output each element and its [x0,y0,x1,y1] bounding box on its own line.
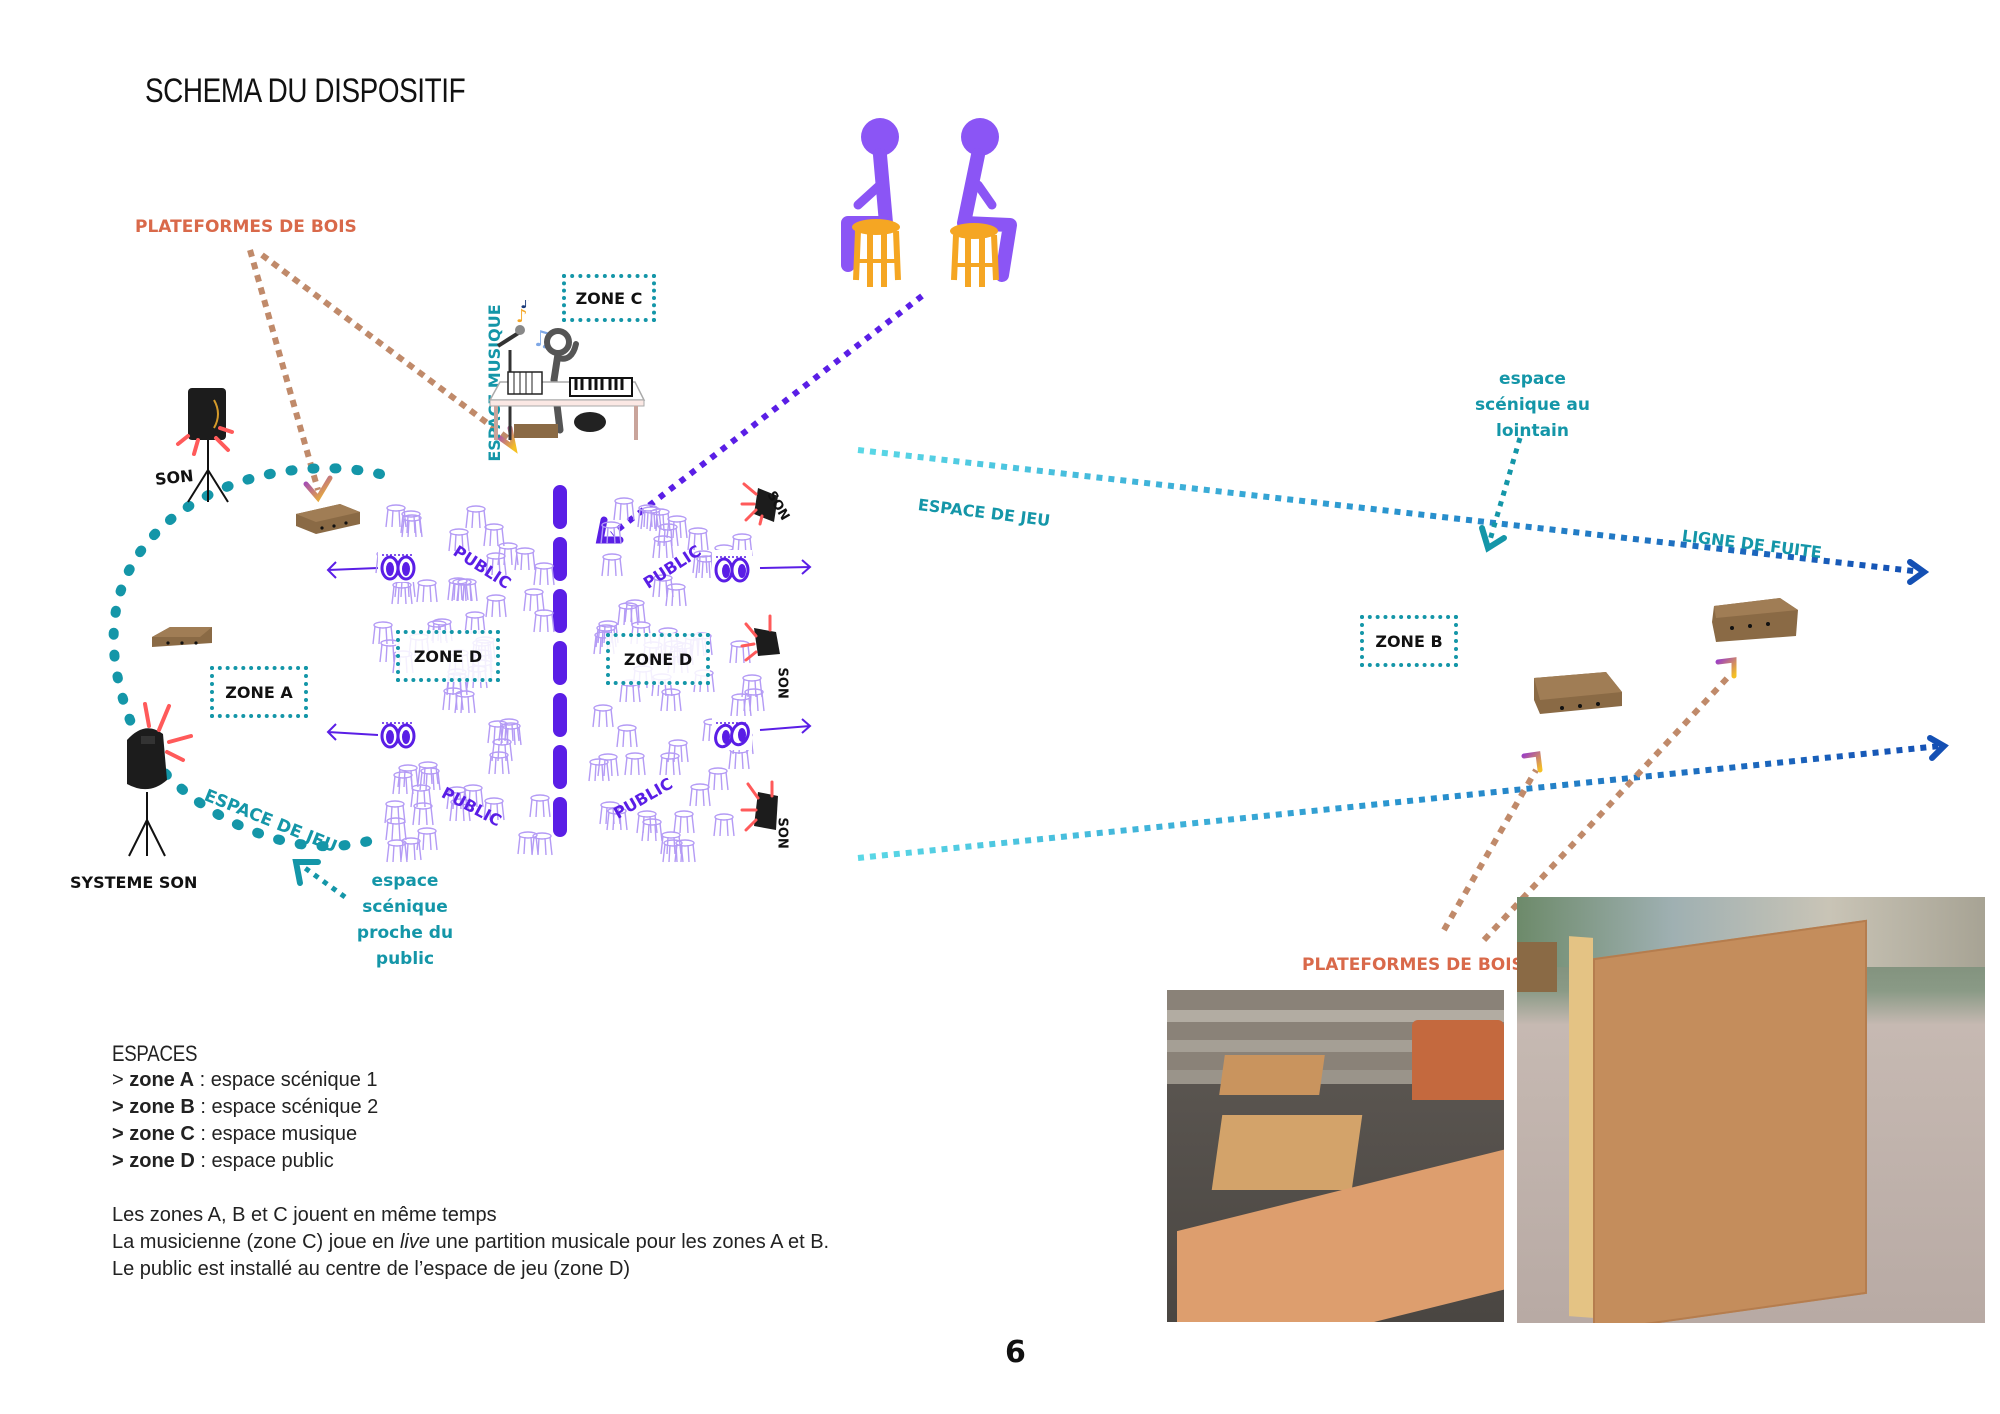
son-label-top-left: SON [154,466,195,489]
zone-d-left-box: ZONE D [396,630,500,682]
gaze-arrows [326,559,812,741]
musician-icon: ♪ ♪ ♫ [488,300,646,440]
legend-note: Les zones A, B et C jouent en même temps [112,1204,497,1226]
stool-icon [673,810,695,834]
stool-icon [636,810,658,834]
stool-icon [533,609,555,633]
page-number: 6 [1005,1335,1026,1370]
seated-figures [841,118,1017,287]
stool-icon [592,704,614,728]
ligne-de-fuite-bottom [857,735,1949,861]
stool-icon [665,583,687,607]
stool-icon [616,724,638,748]
wood-platform-icon [152,627,212,647]
stool-icon [533,562,555,586]
legend: ESPACES > zone A : espace scénique 1 > z… [112,1040,829,1283]
legend-heading: ESPACES [112,1041,198,1066]
stool-icon [523,588,545,612]
photo-platforms-on-ground [1167,990,1504,1322]
wood-platform-icon [1712,598,1798,642]
plateformes-pointer-lines [247,249,518,503]
stool-icon [652,535,674,559]
stool-icon [730,693,752,717]
proche-public-arrow [292,859,347,900]
stool-icon [416,579,438,603]
plateformes-pointer-lines-right [1441,657,1737,943]
stool-icon [601,553,623,577]
stool-icon [689,783,711,807]
page-title: SCHEMA DU DISPOSITIF [145,72,466,110]
stool-icon [852,219,901,287]
speaker-icon-systeme [127,702,193,857]
ligne-de-fuite-top [857,447,1930,585]
stool-icon [397,764,419,788]
plateformes-label-bottom: PLATEFORMES DE BOIS [1302,955,1524,975]
eyes-icon [712,550,752,584]
legend-item: > zone B : espace scénique 2 [112,1096,379,1118]
zone-d-right-box: ZONE D [606,633,710,685]
legend-note: Le public est installé au centre de l’es… [112,1258,631,1280]
stool-icon [529,794,551,818]
zone-c-box: ZONE C [562,274,656,322]
stool-icon [674,839,696,863]
stool-icon [412,802,434,826]
espace-de-jeu-oval [108,463,385,852]
plateformes-label-top: PLATEFORMES DE BOIS [135,217,357,237]
wood-platform-icon [1219,1055,1325,1095]
wood-panel [1593,919,1867,1323]
wood-platform-icon [1211,1115,1363,1190]
zone-b-box: ZONE B [1360,615,1458,667]
stool-icon [659,752,681,776]
speaker-icon [740,614,780,662]
son-label-right: SON [774,667,790,699]
stool-icon [641,818,663,842]
eyes-icon [712,716,752,750]
espace-proche-public-label: espace scénique proche du public [356,871,454,969]
espace-lointain-label: espace scénique au lointain [1475,369,1590,441]
speaker-icon-top-left [176,388,234,503]
zone-a-box: ZONE A [210,666,308,718]
eyes-icon [378,548,418,582]
planter [1412,1020,1504,1100]
wood-platform-icon [296,504,360,534]
legend-item: > zone D : espace public [112,1150,334,1172]
planter [1517,942,1557,992]
music-note-icon: ♪ [516,306,528,327]
legend-item: > zone C : espace musique [112,1123,358,1145]
stool-icon [950,223,999,287]
son-label-right: SON [774,817,790,849]
systeme-son-label: SYSTEME SON [70,873,198,892]
photo-wood-panel [1517,897,1985,1323]
stool-icon [483,523,505,547]
stool-icon [465,505,487,529]
speaker-icon [740,780,778,832]
stool-icon [517,831,539,855]
stool-icon [392,771,414,795]
speaker-icon [740,482,778,526]
legend-item: > zone A : espace scénique 1 [112,1069,378,1091]
seated-figure-icon [841,118,901,287]
seated-figure-icon [950,118,1017,287]
stool-icon [713,813,735,837]
lointain-arrow [1479,437,1523,553]
music-note-icon: ♪ [520,300,532,313]
stool-icon [485,594,507,618]
stool-icon [624,752,646,776]
stool-icon [707,767,729,791]
wood-platform-icon [1534,672,1622,714]
legend-note: La musicienne (zone C) joue en live une … [112,1231,830,1253]
eyes-icon [378,716,418,750]
stool-icon [385,817,407,841]
